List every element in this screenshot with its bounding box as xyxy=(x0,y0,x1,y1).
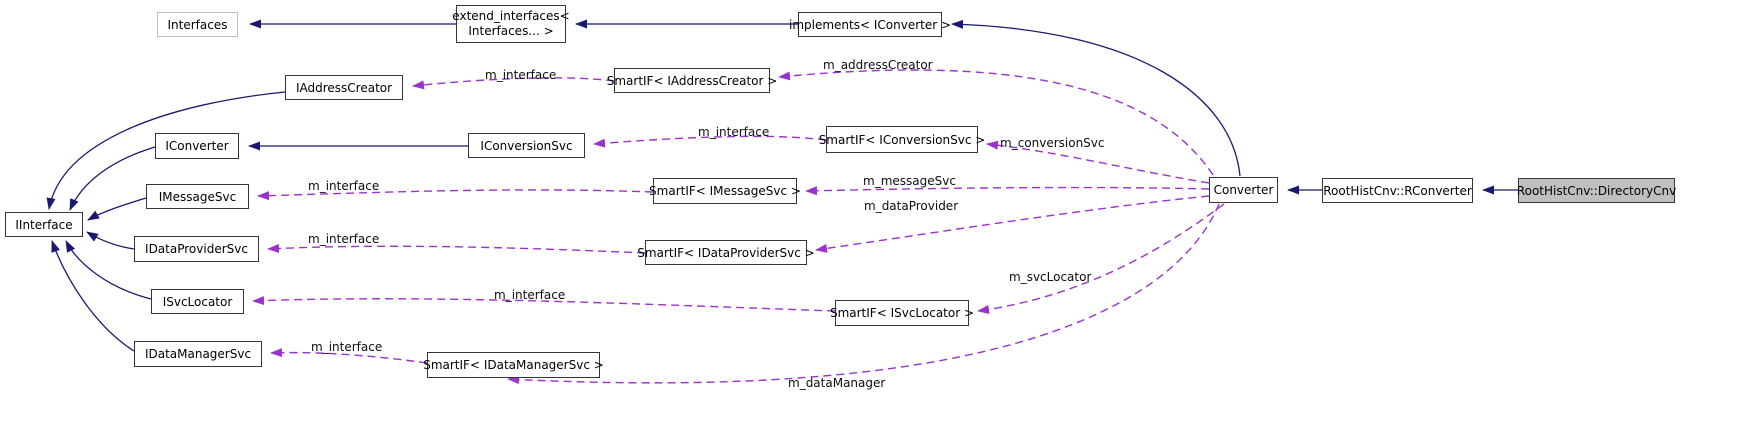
edge-label-m-interface-conversionsvc: m_interface xyxy=(698,125,770,139)
node-label: SmartIF< IDataManagerSvc > xyxy=(423,358,604,372)
node-idataprovidersvc[interactable]: IDataProviderSvc xyxy=(134,236,259,262)
edge-idatamanagersvc-to-iinterface xyxy=(51,240,135,352)
node-implements-iconverter[interactable]: implements< IConverter > xyxy=(789,12,951,37)
node-label: IDataProviderSvc xyxy=(145,242,248,256)
node-label: SmartIF< IConversionSvc > xyxy=(818,132,986,147)
edge-label-m-dataprovider: m_dataProvider xyxy=(864,199,959,213)
node-smartif-iaddresscreator[interactable]: SmartIF< IAddressCreator > xyxy=(607,68,777,93)
edge-label-m-conversionsvc: m_conversionSvc xyxy=(1000,136,1105,150)
node-label: IConverter xyxy=(165,139,229,153)
node-label: IAddressCreator xyxy=(295,80,393,95)
node-label: IMessageSvc xyxy=(158,189,237,204)
edge-imessagesvc-to-iinterface xyxy=(87,197,147,221)
node-label-line1: extend_interfaces< xyxy=(452,9,570,23)
node-label: RootHistCnv::RConverter xyxy=(1323,183,1472,198)
node-label: IInterface xyxy=(15,217,73,232)
edge-converter-m-conversionsvc xyxy=(986,140,1210,184)
node-isvclocator[interactable]: ISvcLocator xyxy=(151,289,244,314)
edge-converter-m-addresscreator xyxy=(778,69,1214,176)
node-label: SmartIF< IDataProviderSvc > xyxy=(637,245,815,260)
edge-converter-m-datamanager xyxy=(507,203,1220,385)
node-smartif-imessagesvc[interactable]: SmartIF< IMessageSvc > xyxy=(649,178,801,204)
node-label-line2: Interfaces... > xyxy=(468,24,554,38)
node-iconverter[interactable]: IConverter xyxy=(155,133,239,159)
edge-converter-m-svclocator xyxy=(977,203,1225,314)
node-iaddresscreator[interactable]: IAddressCreator xyxy=(285,75,403,100)
edge-label-m-interface-datamanagersvc: m_interface xyxy=(311,340,383,354)
edge-smartif-to-idatamanagersvc xyxy=(270,348,428,364)
node-smartif-idataprovidersvc[interactable]: SmartIF< IDataProviderSvc > xyxy=(637,240,815,265)
edge-label-m-interface-svclocator: m_interface xyxy=(494,288,566,302)
node-rconverter[interactable]: RootHistCnv::RConverter xyxy=(1322,178,1473,203)
edge-label-m-messagesvc: m_messageSvc xyxy=(863,174,956,188)
node-label: SmartIF< ISvcLocator > xyxy=(829,306,975,320)
node-label: IConversionSvc xyxy=(480,138,573,153)
node-label: Interfaces xyxy=(167,17,228,32)
edge-label-m-interface-messagesvc: m_interface xyxy=(308,179,380,193)
node-label: SmartIF< IAddressCreator > xyxy=(606,73,778,88)
node-label: SmartIF< IMessageSvc > xyxy=(649,184,801,198)
edge-label-m-interface-dataprovidersvc: m_interface xyxy=(308,232,380,246)
edge-isvclocator-to-iinterface xyxy=(65,240,152,300)
edge-converter-m-dataprovider xyxy=(815,195,1210,253)
edge-smartif-to-imessagesvc xyxy=(257,189,654,201)
edge-idataprovidersvc-to-iinterface xyxy=(86,231,135,250)
edge-smartif-to-isvclocator xyxy=(252,296,836,312)
node-label: Converter xyxy=(1213,183,1274,197)
node-extend-interfaces[interactable]: extend_interfaces< Interfaces... > xyxy=(452,5,570,43)
edge-label-m-interface-addresscreator: m_interface xyxy=(485,68,557,82)
node-smartif-isvclocator[interactable]: SmartIF< ISvcLocator > xyxy=(830,300,974,326)
edge-iconverter-to-iinterface xyxy=(69,146,156,211)
edge-label-m-addresscreator: m_addressCreator xyxy=(823,58,933,72)
node-label: IDataManagerSvc xyxy=(144,347,252,361)
edge-smartif-to-iconversionsvc xyxy=(593,135,827,148)
edge-label-m-datamanager: m_dataManager xyxy=(788,376,886,390)
node-interfaces: Interfaces xyxy=(157,12,238,37)
edge-label-m-svclocator: m_svcLocator xyxy=(1009,270,1092,284)
node-imessagesvc[interactable]: IMessageSvc xyxy=(146,184,249,209)
edge-smartif-to-idataprovidersvc xyxy=(267,243,646,254)
node-smartif-idatamanagersvc[interactable]: SmartIF< IDataManagerSvc > xyxy=(423,352,604,378)
node-iinterface[interactable]: IInterface xyxy=(5,212,83,237)
edge-converter-m-messagesvc xyxy=(805,186,1210,196)
node-idatamanagersvc[interactable]: IDataManagerSvc xyxy=(134,341,262,367)
node-converter[interactable]: Converter xyxy=(1209,177,1278,203)
node-iconversionsvc[interactable]: IConversionSvc xyxy=(468,133,585,158)
edge-iaddresscreator-to-iinterface xyxy=(46,91,286,210)
node-label: ISvcLocator xyxy=(162,294,233,309)
edge-converter-to-implements xyxy=(951,19,1241,177)
node-smartif-iconversionsvc[interactable]: SmartIF< IConversionSvc > xyxy=(819,126,985,153)
node-directorycnv: RootHistCnv::DirectoryCnv xyxy=(1516,178,1677,203)
node-label: RootHistCnv::DirectoryCnv xyxy=(1516,183,1677,198)
node-label: implements< IConverter > xyxy=(788,17,952,32)
